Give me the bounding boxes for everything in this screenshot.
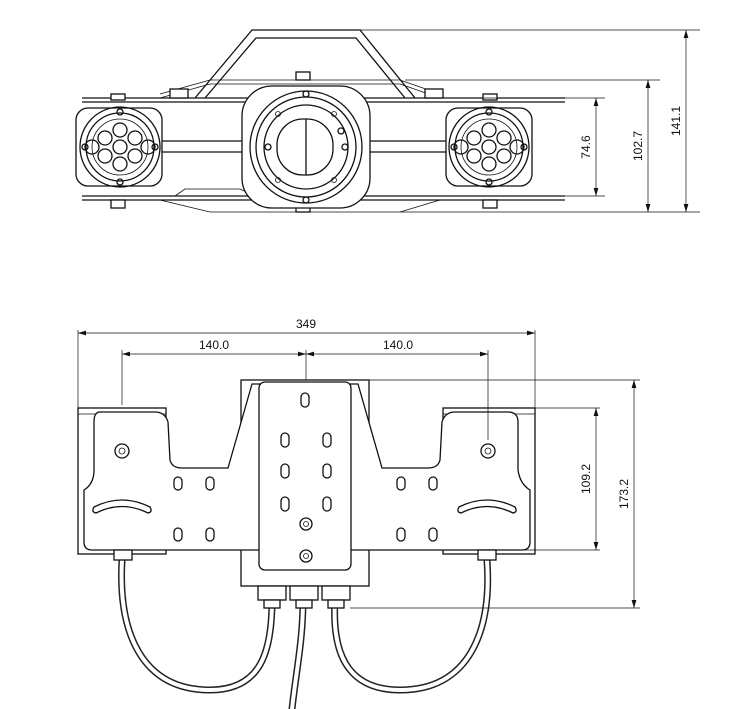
dim-label-top-102-7: 102.7 [631,131,645,161]
left-tilt-slot [92,499,152,514]
dim-front-140-right: 140.0 [306,338,488,357]
dim-front-173-2: 173.2 [617,380,637,608]
dim-label-front-140-left: 140.0 [199,338,229,352]
dim-label-top-141-1: 141.1 [669,106,683,136]
wing-slots [173,476,438,542]
pivot-bolts [114,443,496,459]
dim-label-front-349: 349 [296,317,316,331]
center-plate [258,381,352,571]
dim-top-74-6: 74.6 [579,98,599,196]
top-view: 74.6 102.7 141.1 [75,29,700,213]
dim-label-top-74-6: 74.6 [579,135,593,159]
center-housing [241,85,371,209]
right-tilt-slot [457,499,517,514]
left-light-head [75,106,163,188]
dim-front-349: 349 [78,317,535,336]
cable-glands [113,549,497,609]
center-slots [280,392,332,563]
dim-label-front-140-right: 140.0 [383,338,413,352]
dim-front-109-2: 109.2 [579,408,599,550]
dim-top-141-1: 141.1 [669,30,689,212]
cables [118,556,492,709]
dim-top-102-7: 102.7 [631,80,651,212]
dim-label-front-173-2: 173.2 [617,479,631,509]
front-view: 349 140.0 140.0 109.2 173.2 [77,317,640,709]
right-light-head [445,106,533,188]
dim-front-140-left: 140.0 [122,338,306,357]
dim-label-front-109-2: 109.2 [579,464,593,494]
